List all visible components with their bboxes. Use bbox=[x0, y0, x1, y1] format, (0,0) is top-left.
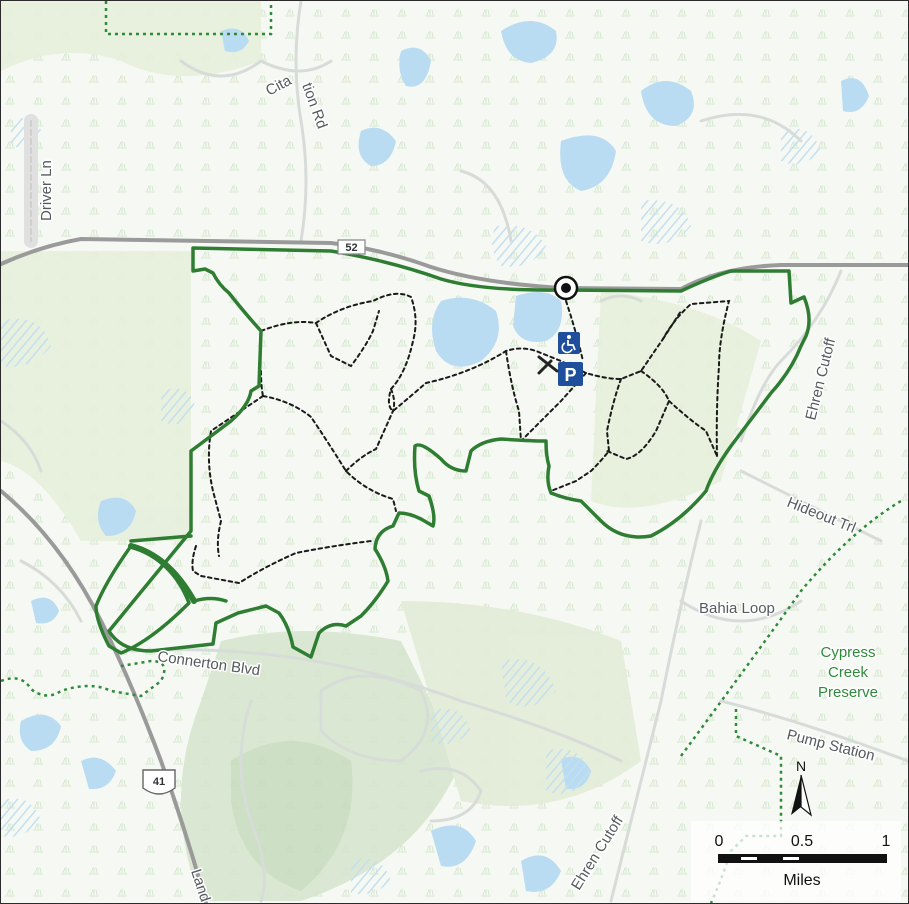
us41-label: 41 bbox=[153, 776, 165, 788]
scale-tick-mid: 0.5 bbox=[791, 833, 813, 850]
trailhead-icon[interactable] bbox=[553, 275, 579, 301]
scale-units: Miles bbox=[783, 872, 820, 889]
us41-shield: 41 bbox=[142, 769, 176, 795]
accessible-icon[interactable] bbox=[558, 332, 580, 354]
airstrip-icon[interactable] bbox=[537, 355, 559, 375]
parking-icon[interactable]: P bbox=[558, 362, 583, 386]
north-label: N bbox=[796, 758, 806, 774]
preserve-label: Cypress Creek Preserve bbox=[816, 643, 879, 703]
preserve-label-line2: Creek bbox=[828, 664, 869, 681]
preserve-label-line1: Cypress bbox=[820, 644, 875, 661]
scale-tick-0: 0 bbox=[715, 833, 724, 850]
sr52-label: 52 bbox=[345, 242, 357, 254]
north-arrow-icon: N bbox=[791, 758, 813, 817]
preserve-label-line3: Preserve bbox=[818, 684, 878, 701]
svg-text:P: P bbox=[564, 365, 576, 385]
scale-tick-end: 1 bbox=[882, 833, 891, 850]
park-boundary bbox=[94, 246, 811, 659]
driver-ln-label: Driver Ln bbox=[38, 160, 55, 221]
bahia-loop-label: Bahia Loop bbox=[699, 600, 775, 617]
sr52-shield: 52 bbox=[337, 239, 366, 255]
wetland-hatching bbox=[1, 118, 821, 895]
trail-network bbox=[191, 292, 731, 585]
scale-bar: 0 0.5 1 Miles bbox=[691, 821, 901, 901]
